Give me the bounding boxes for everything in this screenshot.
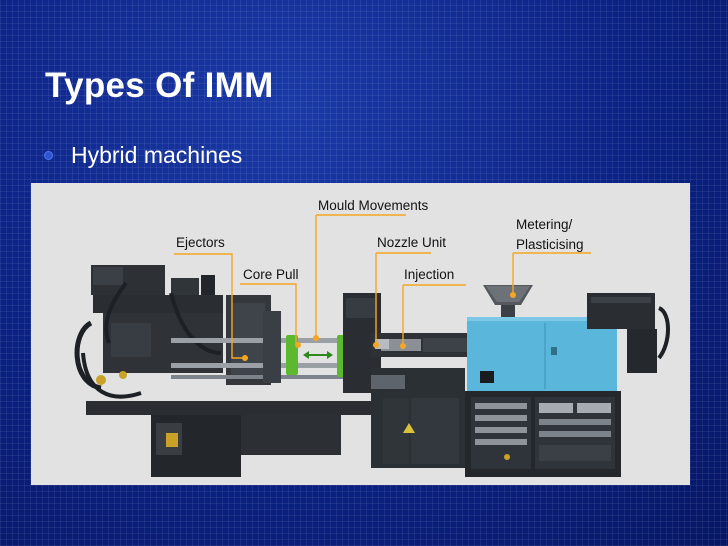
injection-moulding-machine-illustration <box>74 214 670 477</box>
label-injection: Injection <box>404 267 455 282</box>
label-metering-line2: Plasticising <box>516 237 584 252</box>
label-nozzle-unit: Nozzle Unit <box>377 235 447 250</box>
slide-title: Types Of IMM <box>45 66 274 105</box>
label-ejectors: Ejectors <box>176 235 225 250</box>
bullet-item: Hybrid machines <box>44 142 242 169</box>
machine-figure: Mould Movements Metering/ Plasticising E… <box>31 183 690 485</box>
label-mould-movements: Mould Movements <box>318 198 429 213</box>
bullet-icon <box>44 151 53 160</box>
bullet-text: Hybrid machines <box>71 142 243 168</box>
label-metering-line1: Metering/ <box>516 217 573 232</box>
label-core-pull: Core Pull <box>243 267 299 282</box>
